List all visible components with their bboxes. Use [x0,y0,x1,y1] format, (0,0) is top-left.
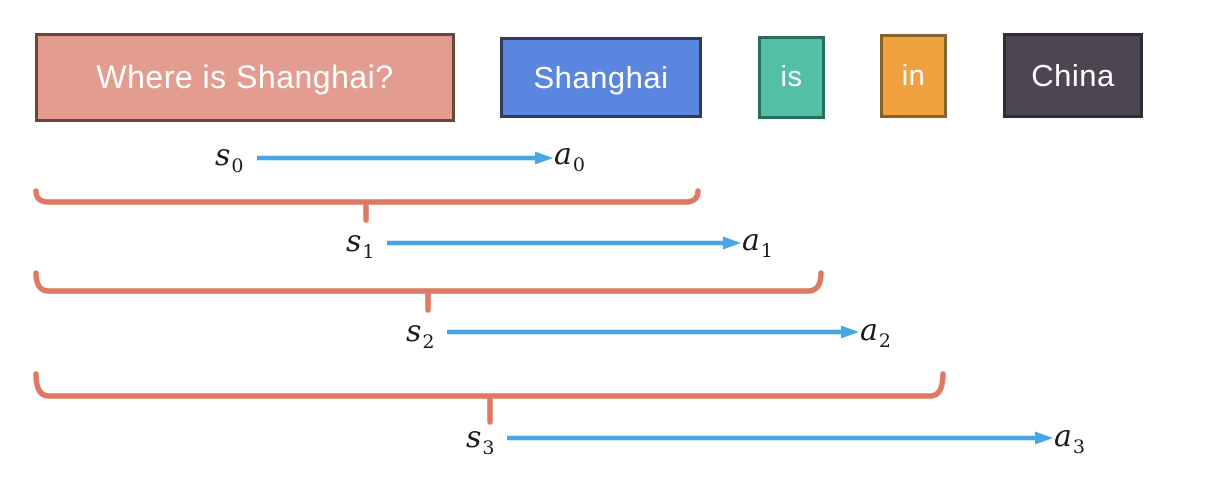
arrow-right-icon [387,236,741,250]
state-label-s0: s0 [215,138,244,177]
token-box-china: China [1003,33,1143,118]
token-label: China [1031,57,1115,93]
action-label-a1: a1 [742,223,773,262]
state-label-s3: s3 [466,420,495,459]
curly-brace-icon [33,371,946,425]
token-label: in [901,59,926,92]
token-box-is: is [758,36,825,119]
action-label-a2: a2 [860,313,891,352]
token-label: is [780,61,803,93]
token-box-prompt: Where is Shanghai? [35,33,455,122]
curly-brace-icon [33,270,824,313]
arrow-right-icon [507,431,1053,445]
action-label-a0: a0 [554,137,585,176]
token-label: Where is Shanghai? [96,59,394,95]
arrow-right-icon [447,325,859,339]
token-label: Shanghai [533,59,669,95]
action-label-a3: a3 [1054,419,1085,458]
token-box-in: in [880,34,947,118]
token-box-shanghai: Shanghai [500,37,702,118]
curly-brace-icon [33,188,701,223]
state-label-s2: s2 [406,314,435,353]
arrow-right-icon [257,151,553,165]
state-label-s1: s1 [346,224,375,263]
